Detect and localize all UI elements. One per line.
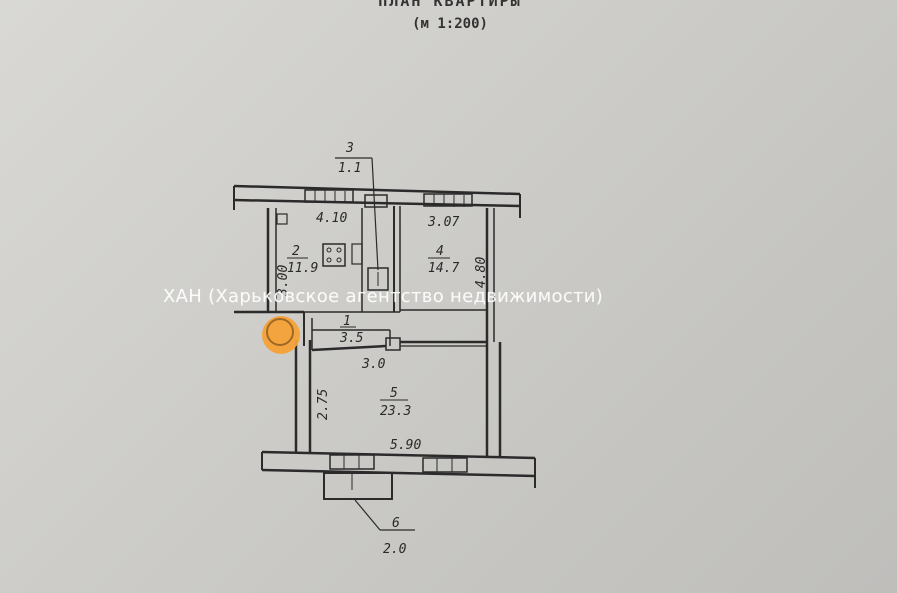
room-6-area: 2.0 — [383, 542, 407, 557]
room-4-number: 4 — [436, 244, 444, 259]
window-top-mid — [364, 194, 388, 208]
room-1-area: 3.5 — [339, 331, 364, 346]
dim-right-height: 4.80 — [474, 257, 489, 288]
bottom-wall-inner — [261, 468, 536, 478]
watermark-badge-ring-icon — [266, 318, 294, 346]
room-1-number: 1 — [343, 314, 351, 329]
window-bottom-left — [329, 454, 375, 470]
hall-floor-wall — [311, 344, 387, 352]
watermark-text: ХАН (Харьковское агентство недвижимости) — [163, 286, 604, 307]
balcony — [323, 472, 393, 500]
room-3-area: 1.1 — [338, 161, 361, 176]
stove-fixture — [322, 243, 346, 267]
room-3-number: 3 — [345, 141, 354, 156]
document-scale: (м 1:200) — [412, 16, 488, 32]
room-5-area: 23.3 — [380, 404, 411, 419]
top-wall-outer — [233, 184, 521, 196]
window-top-left — [304, 189, 354, 203]
window-bottom-right — [422, 457, 468, 473]
dim-hall-width: 3.0 — [361, 357, 386, 372]
window-top-right — [423, 193, 473, 207]
room-6-number: 6 — [392, 516, 400, 531]
dim-room5-width: 5.90 — [390, 438, 421, 453]
room-4-area: 14.7 — [428, 261, 459, 276]
top-wall-inner — [233, 198, 521, 208]
sink-fixture — [351, 243, 363, 265]
leader-room6 — [354, 499, 381, 531]
dim-left-height: 3.00 — [276, 265, 291, 297]
room-5-number: 5 — [390, 386, 398, 401]
room-2-area: 11.9 — [287, 261, 318, 276]
room-2-number: 2 — [292, 244, 300, 259]
document-heading: ПЛАН КВАРТИРЫ — [378, 0, 522, 10]
dim-room5-height: 2.75 — [316, 389, 331, 420]
bottom-wall-outer — [261, 450, 536, 460]
dim-top-right-width: 3.07 — [427, 215, 459, 230]
dim-top-left-width: 4.10 — [316, 211, 347, 226]
